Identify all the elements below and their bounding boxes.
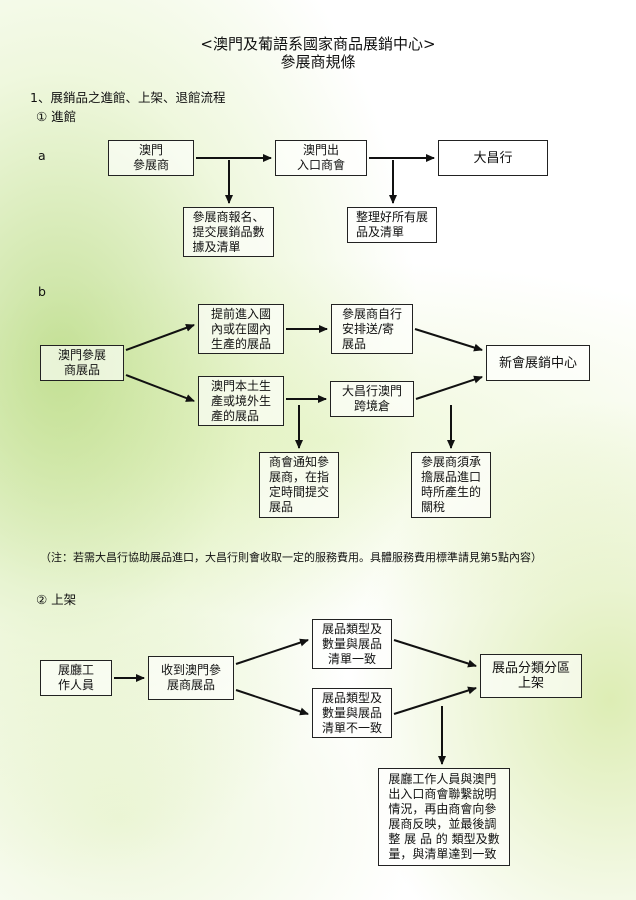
flow-b-warehouse-box: 大昌行澳門 跨境倉: [330, 381, 414, 417]
shelf-match-box: 展品類型及 數量與展品 清單一致: [312, 619, 392, 669]
shelf-staff-box: 展廳工 作人員: [40, 660, 112, 696]
page-title: <澳門及葡語系國家商品展銷中心>: [200, 35, 436, 53]
flow-a-dachong-box: 大昌行: [438, 140, 548, 176]
flow-b-start-box: 澳門參展 商展品: [40, 345, 124, 381]
footnote: （注：若需大昌行協助展品進口，大昌行則會收取一定的服務費用。具體服務費用標準請見…: [40, 551, 542, 564]
label-b: b: [38, 284, 46, 299]
shelf-mismatch-box: 展品類型及 數量與展品 清單不一致: [312, 688, 392, 738]
arrow-s-3: [235, 689, 309, 716]
shelf-receive-box: 收到澳門參 展商展品: [148, 656, 234, 700]
flow-a-chamber-box: 澳門出 入口商會: [275, 140, 367, 176]
arrow-s-4: [393, 639, 477, 668]
flow-a-exhibitor-box: 澳門 參展商: [108, 140, 194, 176]
page-subtitle: 參展商規條: [280, 53, 356, 71]
sub-heading-shelving: ② 上架: [36, 592, 77, 607]
arrow-s-5: [393, 686, 477, 715]
arrow-s-2: [235, 638, 309, 665]
arrow-b-2: [125, 374, 195, 402]
flow-b-xinhui-center-box: 新會展銷中心: [486, 345, 590, 381]
flow-b-overseas-box: 澳門本土生 產或境外生 產的展品: [198, 376, 284, 426]
flow-b-domestic-box: 提前進入國 內或在國內 生產的展品: [198, 304, 284, 354]
arrow-b-5: [414, 328, 483, 352]
arrow-b-1: [125, 324, 195, 351]
flow-b-duty-box: 參展商須承 擔展品進口 時所產生的 關稅: [411, 452, 491, 518]
arrow-b-6: [415, 375, 483, 400]
flow-a-register-box: 參展商報名、 提交展銷品數 據及清單: [183, 207, 274, 257]
flow-b-self-ship-box: 參展商自行 安排送/寄 展品: [331, 304, 413, 354]
section-heading: 1、展銷品之進館、上架、退館流程: [30, 90, 226, 105]
label-a: a: [38, 148, 46, 163]
flow-a-organize-box: 整理好所有展 品及清單: [347, 207, 437, 243]
shelf-shelve-box: 展品分類分區 上架: [480, 654, 582, 698]
flow-b-notify-box: 商會通知參 展商，在指 定時間提交 展品: [259, 452, 339, 518]
shelf-resolve-box: 展廳工作人員與澳門 出入口商會聯繫說明 情況，再由商會向參 展商反映，並最後調 …: [378, 768, 510, 866]
sub-heading-entry: ① 進館: [36, 109, 77, 124]
